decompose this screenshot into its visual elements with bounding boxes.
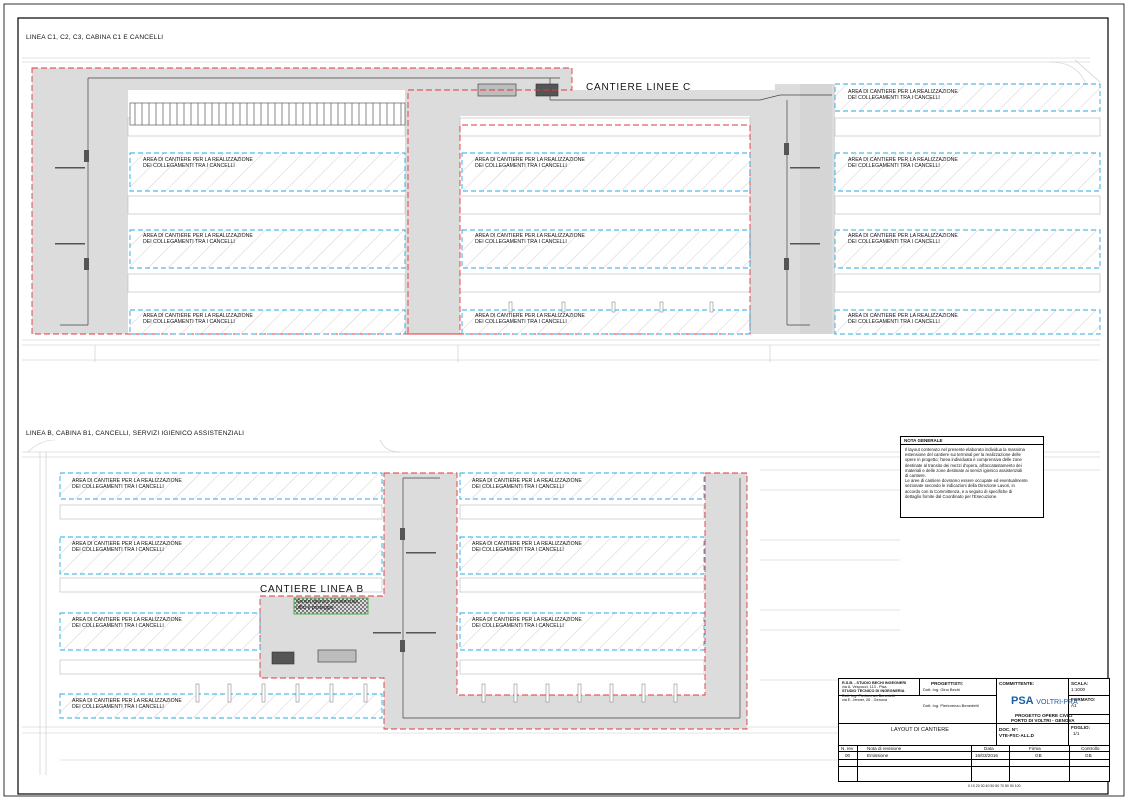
top-grey-yard — [32, 68, 835, 334]
rev-header-controllo: Controllo — [1081, 746, 1100, 751]
foglio-value: 1/1 — [1073, 731, 1080, 736]
services-area-label: Servizi igienico assistenziali,uffici e … — [296, 599, 360, 611]
cabin-b1 — [271, 651, 295, 665]
project-line-1: PROGETTO OPERE CIVILI — [1015, 713, 1073, 718]
progettista-1: Dott. Ing. Gino Bechi — [923, 687, 960, 692]
rev-header-nota: Nota di revisione — [867, 746, 902, 751]
top-posts — [508, 301, 714, 313]
rev-header-firma: Firma — [1029, 746, 1041, 751]
crane-rail-block — [129, 102, 406, 126]
top-site-boundary — [31, 67, 751, 335]
committente-label: COMMITTENTE: — [999, 681, 1035, 686]
doc-value: VTE-PSC-ALL.D — [999, 733, 1034, 738]
site-label-linea-c: CANTIERE LINEE C — [586, 82, 692, 93]
bottom-cable-nodes — [373, 528, 436, 652]
rev-header-n: N. rev — [841, 746, 854, 751]
top-work-areas — [129, 83, 1101, 335]
rev-note: Emissione — [867, 753, 889, 758]
top-cable-lines — [60, 77, 832, 326]
rev-header-data: Data — [984, 746, 994, 751]
outer-border — [3, 3, 1125, 797]
progettisti-label: PROGETTISTI: — [931, 681, 964, 686]
top-road-lines — [22, 57, 1101, 362]
scale-bar: 0 10 20 30 40 50 60 70 80 90 100 — [968, 784, 1021, 788]
bottom-cable-lines — [402, 477, 741, 719]
bottom-yard-stripes — [59, 504, 705, 675]
bottom-posts — [195, 683, 678, 703]
doc-label: DOC. N°: — [999, 727, 1019, 732]
top-grey-strip — [800, 84, 832, 334]
bottom-site-boundary — [259, 472, 748, 730]
services-area — [293, 597, 369, 615]
bottom-work-areas — [59, 472, 705, 719]
scala-label: SCALA: — [1071, 681, 1089, 686]
notes-heading: NOTA GENERALE — [901, 437, 1043, 445]
site-label-linea-b: CANTIERE LINEA B — [260, 584, 364, 595]
bottom-road-lines — [22, 439, 1100, 775]
bottom-section-title: LINEA B, CABINA B1, CANCELLI, SERVIZI IG… — [26, 430, 245, 437]
studio-info: R.S.B. - STUDIO BECHI INGEGNERI via A. V… — [842, 681, 907, 702]
progettista-2: Dott. Ing. Pierlorenzo Benedetti — [923, 703, 979, 708]
scala-value: 1:1000 — [1071, 687, 1086, 692]
top-section-title: LINEA C1, C2, C3, CABINA C1 E CANCELLI — [26, 34, 164, 41]
service-building — [317, 649, 357, 663]
formato-value: A1 — [1071, 703, 1077, 708]
drawing-title: LAYOUT DI CANTIERE — [891, 727, 949, 733]
top-cable-nodes — [55, 143, 820, 270]
project-line-2: PORTO DI VOLTRI - GENOVA — [1011, 718, 1075, 723]
title-block: R.S.B. - STUDIO BECHI INGEGNERI via A. V… — [838, 678, 1110, 782]
general-notes-box: NOTA GENERALE Il layout contenuto nel pr… — [900, 436, 1044, 518]
foglio-label: FOGLIO: — [1071, 725, 1091, 730]
notes-body: Il layout contenuto nel presente elabora… — [905, 447, 1028, 499]
inner-border — [17, 17, 1109, 795]
rev-number: 00 — [845, 753, 851, 758]
rev-date: 16/03/2016 — [975, 753, 998, 758]
psa-logo: PSA VOLTRI-PRA — [1011, 695, 1078, 707]
rev-firma: GB — [1035, 753, 1042, 758]
crane-rail-ticks — [134, 103, 402, 125]
rev-controllo: GB — [1085, 753, 1092, 758]
formato-label: FORMATO: — [1071, 697, 1096, 702]
